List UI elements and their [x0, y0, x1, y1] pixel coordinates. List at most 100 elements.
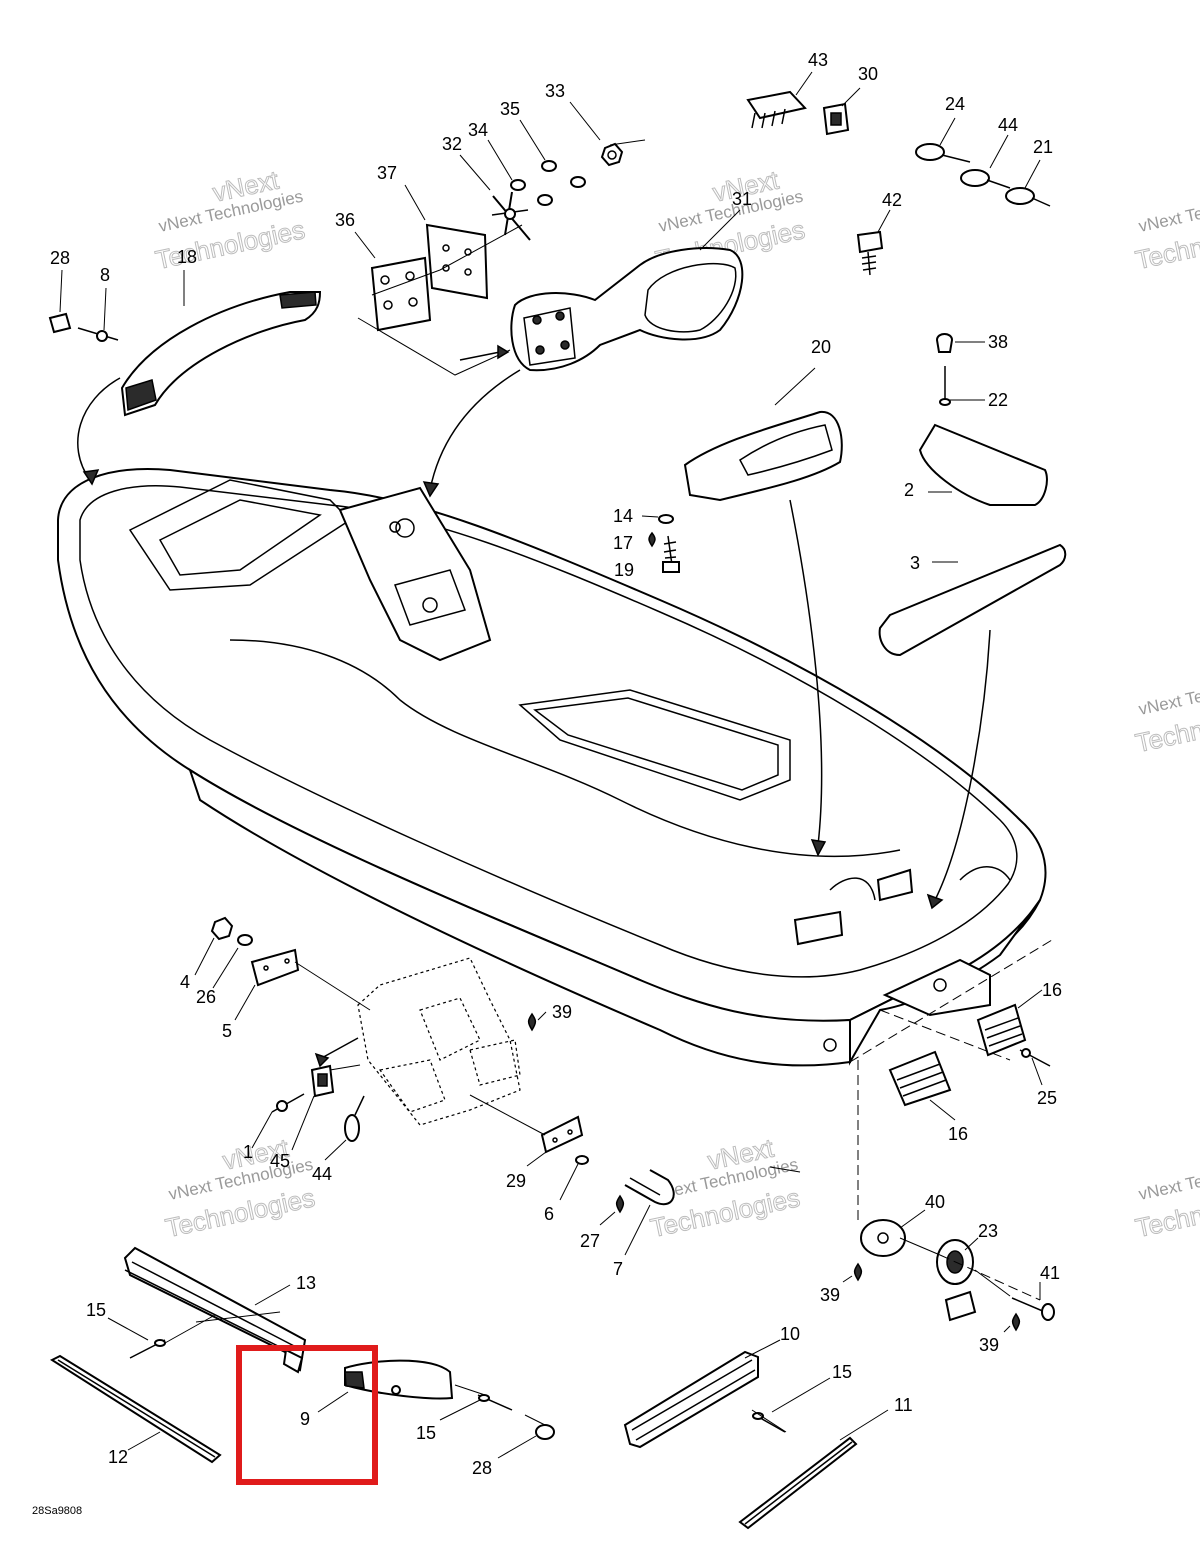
- callout-label: 37: [377, 163, 397, 183]
- callout-label: 25: [1037, 1088, 1057, 1108]
- part-18-handle: [120, 291, 322, 417]
- part-4-nut: [210, 916, 234, 941]
- callout-label: 38: [988, 332, 1008, 352]
- part-32-bracket: [491, 191, 531, 241]
- part-28-cap: [535, 1424, 555, 1440]
- part-41-screw: [1011, 1297, 1055, 1321]
- callout-label: 3: [910, 553, 920, 573]
- watermark: vNext Technologies Technologies vNext: [162, 1132, 318, 1244]
- callout-label: 1: [243, 1142, 253, 1162]
- callout-label: 44: [312, 1164, 332, 1184]
- part-39-adhesive: [527, 1012, 537, 1032]
- part-8-rivet: [77, 327, 119, 342]
- callout-label: 32: [442, 134, 462, 154]
- callout-label: 17: [613, 533, 633, 553]
- watermark: vNext Technologies Technologies vNext: [152, 164, 308, 276]
- callout-label: 41: [1040, 1263, 1060, 1283]
- part-7-u-bolt: [624, 1169, 675, 1206]
- part-13-rail: [123, 1246, 307, 1374]
- callout-label: 44: [998, 115, 1018, 135]
- hull-body: [57, 468, 1047, 1067]
- part-15-pin: [477, 1394, 513, 1411]
- part-5-plate: [250, 948, 300, 987]
- callout-label: 22: [988, 390, 1008, 410]
- jet-pump-outline: [357, 957, 521, 1126]
- part-22-pin: [939, 366, 951, 406]
- part-29-plate: [540, 1115, 584, 1154]
- part-40-flange: [860, 1219, 906, 1257]
- callout-label: 18: [177, 247, 197, 267]
- part-2-plate: [918, 423, 1048, 506]
- part-24-tie: [915, 143, 971, 163]
- callout-label: 16: [948, 1124, 968, 1144]
- callout-label: 33: [545, 81, 565, 101]
- callout-label: 6: [544, 1204, 554, 1224]
- callout-label: 43: [808, 50, 828, 70]
- callout-label: 39: [552, 1002, 572, 1022]
- part-31-housing: [510, 247, 744, 372]
- part-16-grate: [976, 1003, 1027, 1057]
- callout-label: 23: [978, 1221, 998, 1241]
- part-15-pin: [752, 1412, 786, 1433]
- watermark: vNext Technologies Technologies: [1132, 187, 1200, 276]
- part-21-tie: [1005, 187, 1051, 207]
- callout-label: 35: [500, 99, 520, 119]
- part-39-adhesive: [853, 1262, 863, 1282]
- part-39-adhesive: [1011, 1312, 1021, 1332]
- callout-label: 11: [894, 1395, 913, 1415]
- callout-label: 15: [416, 1423, 436, 1443]
- part-25-screw: [1019, 1048, 1051, 1067]
- callout-label: 42: [882, 190, 902, 210]
- part-45-nut: [310, 1064, 335, 1098]
- callout-label: 15: [832, 1362, 852, 1382]
- callout-label: 28: [472, 1458, 492, 1478]
- part-6-washer: [575, 1155, 589, 1165]
- part-33-nut: [600, 142, 624, 167]
- callout-label: 13: [296, 1273, 316, 1293]
- callout-label: 34: [468, 120, 488, 140]
- part-17-adhesive: [648, 531, 656, 548]
- part-16-grate: [888, 1050, 952, 1107]
- callout-label: 21: [1033, 137, 1053, 157]
- part-10-rail: [623, 1350, 759, 1449]
- callout-label: 26: [196, 987, 216, 1007]
- callout-label: 39: [979, 1335, 999, 1355]
- callout-label: 39: [820, 1285, 840, 1305]
- part-44-tie: [960, 169, 1011, 189]
- callout-label: 16: [1042, 980, 1062, 1000]
- callout-label: 12: [108, 1447, 128, 1467]
- callout-label: 45: [270, 1151, 290, 1171]
- part-19-bolt: [662, 535, 680, 573]
- callout-label: 28: [50, 248, 70, 268]
- part-28-cap: [48, 312, 72, 334]
- callout-labels: 43 30 33 35 34 32 37 24 44 21 31 36 42 2…: [50, 50, 1062, 1478]
- svg-text:vNext Technologies: vNext Technologies: [1137, 187, 1200, 236]
- highlight-box: [236, 1345, 378, 1485]
- part-23-drain-plug: [936, 1239, 977, 1322]
- callout-label: 5: [222, 1021, 232, 1041]
- part-12-strip: [49, 1354, 222, 1464]
- part-14-washer: [658, 514, 674, 524]
- part-42-screw: [856, 230, 884, 276]
- svg-text:vNext Technologies: vNext Technologies: [1137, 670, 1200, 719]
- part-26-washer: [237, 934, 253, 946]
- callout-label: 31: [732, 189, 752, 209]
- callout-label: 4: [180, 972, 190, 992]
- callout-label: 40: [925, 1192, 945, 1212]
- part-1-rivet: [271, 1093, 305, 1113]
- part-36-gasket: [370, 256, 432, 332]
- watermark: vNext Technologies Technologies: [1132, 670, 1200, 759]
- callout-label: 14: [613, 506, 633, 526]
- callout-label: 7: [613, 1259, 623, 1279]
- callout-label: 9: [300, 1409, 310, 1429]
- part-38-cap: [935, 333, 954, 353]
- callout-label: 10: [780, 1324, 800, 1344]
- svg-text:vNext Technologies: vNext Technologies: [1137, 1155, 1200, 1204]
- part-20-pad: [683, 410, 843, 502]
- part-44-tie-lower: [344, 1095, 365, 1142]
- callout-label: 20: [811, 337, 831, 357]
- leader-lines: [59, 71, 1053, 1459]
- callout-label: 29: [506, 1171, 526, 1191]
- watermark: vNext Technologies Technologies: [1132, 1155, 1200, 1244]
